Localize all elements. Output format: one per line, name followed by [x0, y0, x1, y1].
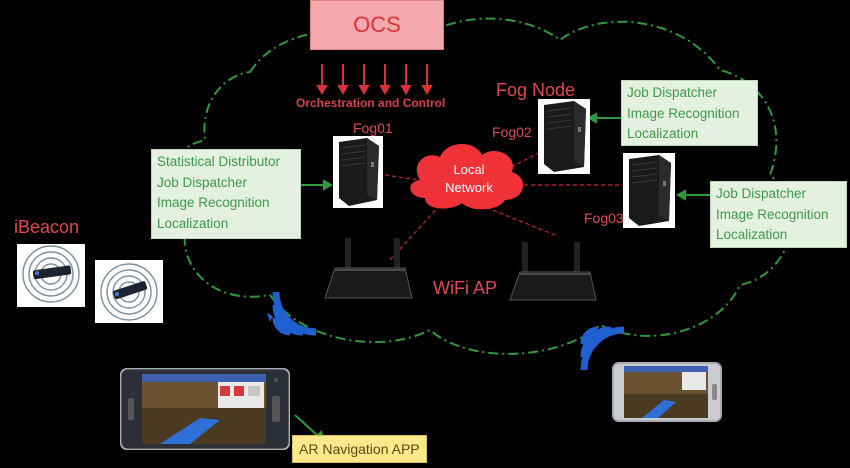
fog01-label: Fog01 — [353, 120, 393, 136]
wifi-signal-right — [580, 326, 625, 371]
smartphone-large — [120, 368, 290, 450]
left-box-line: Localization — [157, 215, 229, 231]
wifi-signal-left — [267, 291, 317, 336]
orchestration-label: Orchestration and Control — [296, 96, 446, 110]
left-function-box: Statistical Distributor Job Dispatcher I… — [151, 149, 301, 239]
wifi-ap-label: WiFi AP — [433, 278, 498, 298]
fog-node-label: Fog Node — [496, 80, 576, 100]
wifi-router-left — [324, 238, 413, 299]
left-box-line: Statistical Distributor — [157, 154, 281, 169]
ibeacon-label: iBeacon — [14, 217, 80, 237]
top-right-box-line: Localization — [627, 126, 699, 141]
fog02-device — [538, 99, 590, 174]
local-network-line1: Local — [453, 162, 485, 177]
orchestration-arrows — [316, 64, 433, 96]
top-right-function-box: Job Dispatcher Image Recognition Localiz… — [621, 80, 758, 146]
smartphone-small — [612, 362, 722, 422]
top-right-box-line: Job Dispatcher — [627, 85, 718, 100]
fog03-device — [623, 153, 675, 228]
local-network-label: Local Network — [425, 161, 513, 197]
left-box-line: Image Recognition — [157, 195, 270, 210]
right-box-line: Localization — [716, 227, 788, 242]
right-box-line: Job Dispatcher — [716, 186, 807, 201]
fog03-label: Fog03 — [584, 210, 624, 226]
fog02-label: Fog02 — [492, 124, 532, 140]
wifi-router-right — [509, 242, 597, 301]
ocs-box: OCS — [310, 0, 444, 50]
right-function-box: Job Dispatcher Image Recognition Localiz… — [710, 181, 847, 248]
ibeacon-device-1 — [17, 244, 85, 307]
ocs-label: OCS — [353, 12, 401, 37]
local-network-line2: Network — [445, 180, 493, 195]
right-box-line: Image Recognition — [716, 206, 829, 222]
local-network-cloud — [410, 143, 524, 210]
top-right-box-line: Image Recognition — [627, 105, 740, 121]
fog01-device — [333, 136, 383, 208]
left-box-line: Job Dispatcher — [157, 174, 248, 190]
ibeacon-device-2 — [95, 260, 163, 323]
ar-navigation-app-label: AR Navigation APP — [292, 435, 427, 463]
dispatch-arrows — [294, 112, 711, 444]
